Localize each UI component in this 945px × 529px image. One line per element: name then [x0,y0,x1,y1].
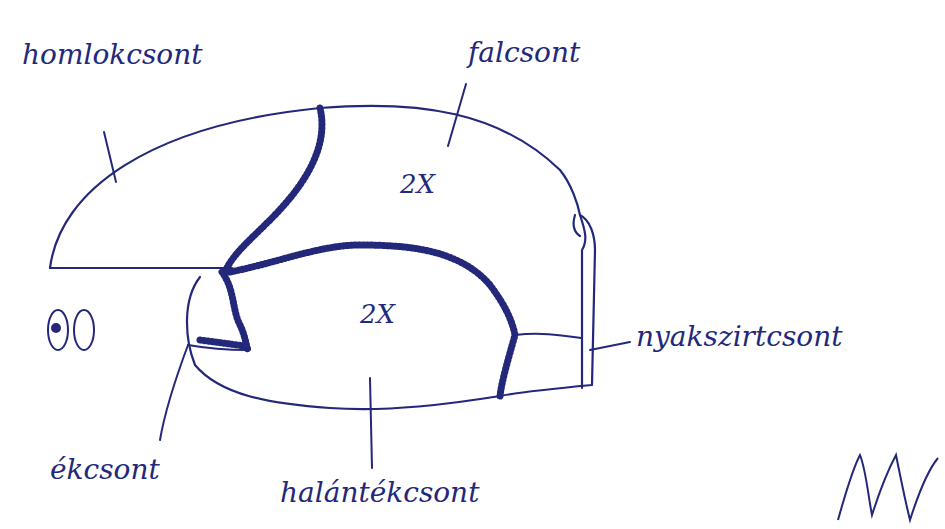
eye-left [48,310,68,350]
squamosal-suture [230,245,515,396]
occipital-notch [574,215,580,236]
leader-line [370,378,372,468]
signature-mark [838,455,938,520]
coronal-suture [225,108,322,272]
leader-line [448,84,466,146]
leader-line [160,345,188,440]
occipital-line [580,215,585,388]
coronal-suture-teeth [225,108,322,272]
count-label: 2X [360,300,395,329]
bone-label: halántékcsont [280,478,479,509]
eye-right [74,310,94,350]
squamosal-suture-teeth [230,245,515,396]
leader-line [104,132,116,182]
frontal-base-line [50,267,232,269]
bone-label: nyakszirtcsont [636,322,842,353]
sphenoid-suture-teeth [200,272,248,350]
bone-label: falcsont [468,38,580,69]
skull-outline [50,106,595,409]
lambdoid-line [515,334,582,338]
count-label: 2X [400,170,435,199]
leader-line [590,342,630,350]
pupil [52,324,60,332]
bone-label: homlokcsont [22,40,202,71]
bone-label: ékcsont [50,455,160,486]
